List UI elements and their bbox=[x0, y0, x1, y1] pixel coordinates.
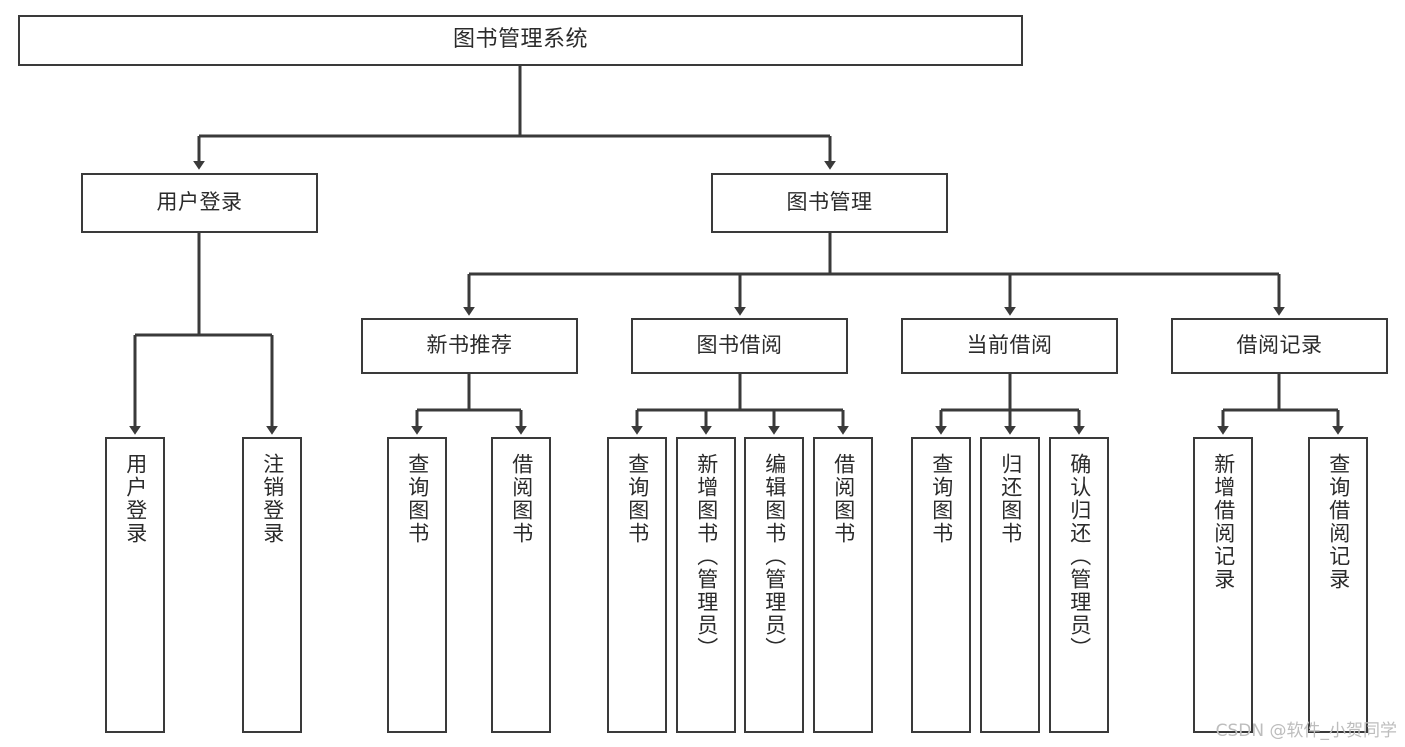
node-new-book-recommend-label: 新书推荐 bbox=[426, 333, 513, 358]
node-leaf-query-record[interactable]: 查询借阅记录 bbox=[1308, 437, 1368, 733]
node-leaf-add-record[interactable]: 新增借阅记录 bbox=[1193, 437, 1253, 733]
node-leaf-query-book-3[interactable]: 查询图书 bbox=[911, 437, 971, 733]
node-leaf-return-book-label: 归还图书 bbox=[998, 453, 1023, 545]
node-leaf-borrow-book-2[interactable]: 借阅图书 bbox=[813, 437, 873, 733]
node-leaf-user-login-label: 用户登录 bbox=[123, 453, 148, 545]
watermark: CSDN @软件_小贺同学 bbox=[1215, 721, 1397, 741]
node-root[interactable]: 图书管理系统 bbox=[18, 15, 1023, 66]
node-leaf-query-book-2-label: 查询图书 bbox=[625, 453, 650, 545]
node-borrow-record[interactable]: 借阅记录 bbox=[1171, 318, 1388, 374]
node-current-borrow[interactable]: 当前借阅 bbox=[901, 318, 1118, 374]
node-book-manage[interactable]: 图书管理 bbox=[711, 173, 948, 233]
node-leaf-confirm-return[interactable]: 确认归还（管理员） bbox=[1049, 437, 1109, 733]
node-leaf-edit-book[interactable]: 编辑图书（管理员） bbox=[744, 437, 804, 733]
node-leaf-query-book-3-label: 查询图书 bbox=[929, 453, 954, 545]
node-user-login[interactable]: 用户登录 bbox=[81, 173, 318, 233]
node-leaf-return-book[interactable]: 归还图书 bbox=[980, 437, 1040, 733]
node-leaf-add-book[interactable]: 新增图书（管理员） bbox=[676, 437, 736, 733]
node-leaf-logout-label: 注销登录 bbox=[260, 453, 285, 545]
node-leaf-query-record-label: 查询借阅记录 bbox=[1326, 453, 1351, 591]
node-leaf-confirm-return-label: 确认归还（管理员） bbox=[1067, 453, 1092, 660]
node-leaf-borrow-book-2-label: 借阅图书 bbox=[831, 453, 856, 545]
node-leaf-query-book-2[interactable]: 查询图书 bbox=[607, 437, 667, 733]
node-leaf-user-login[interactable]: 用户登录 bbox=[105, 437, 165, 733]
node-leaf-edit-book-label: 编辑图书（管理员） bbox=[762, 453, 787, 660]
node-leaf-borrow-book-1-label: 借阅图书 bbox=[509, 453, 534, 545]
node-leaf-logout[interactable]: 注销登录 bbox=[242, 437, 302, 733]
node-borrow-record-label: 借阅记录 bbox=[1236, 333, 1323, 358]
node-user-login-label: 用户登录 bbox=[156, 190, 243, 215]
node-book-borrow-label: 图书借阅 bbox=[696, 333, 783, 358]
node-leaf-query-book-1-label: 查询图书 bbox=[405, 453, 430, 545]
node-book-manage-label: 图书管理 bbox=[786, 190, 873, 215]
node-leaf-query-book-1[interactable]: 查询图书 bbox=[387, 437, 447, 733]
node-current-borrow-label: 当前借阅 bbox=[966, 333, 1053, 358]
node-root-label: 图书管理系统 bbox=[452, 27, 588, 53]
node-leaf-borrow-book-1[interactable]: 借阅图书 bbox=[491, 437, 551, 733]
node-leaf-add-book-label: 新增图书（管理员） bbox=[694, 453, 719, 660]
node-leaf-add-record-label: 新增借阅记录 bbox=[1211, 453, 1236, 591]
node-book-borrow[interactable]: 图书借阅 bbox=[631, 318, 848, 374]
node-new-book-recommend[interactable]: 新书推荐 bbox=[361, 318, 578, 374]
